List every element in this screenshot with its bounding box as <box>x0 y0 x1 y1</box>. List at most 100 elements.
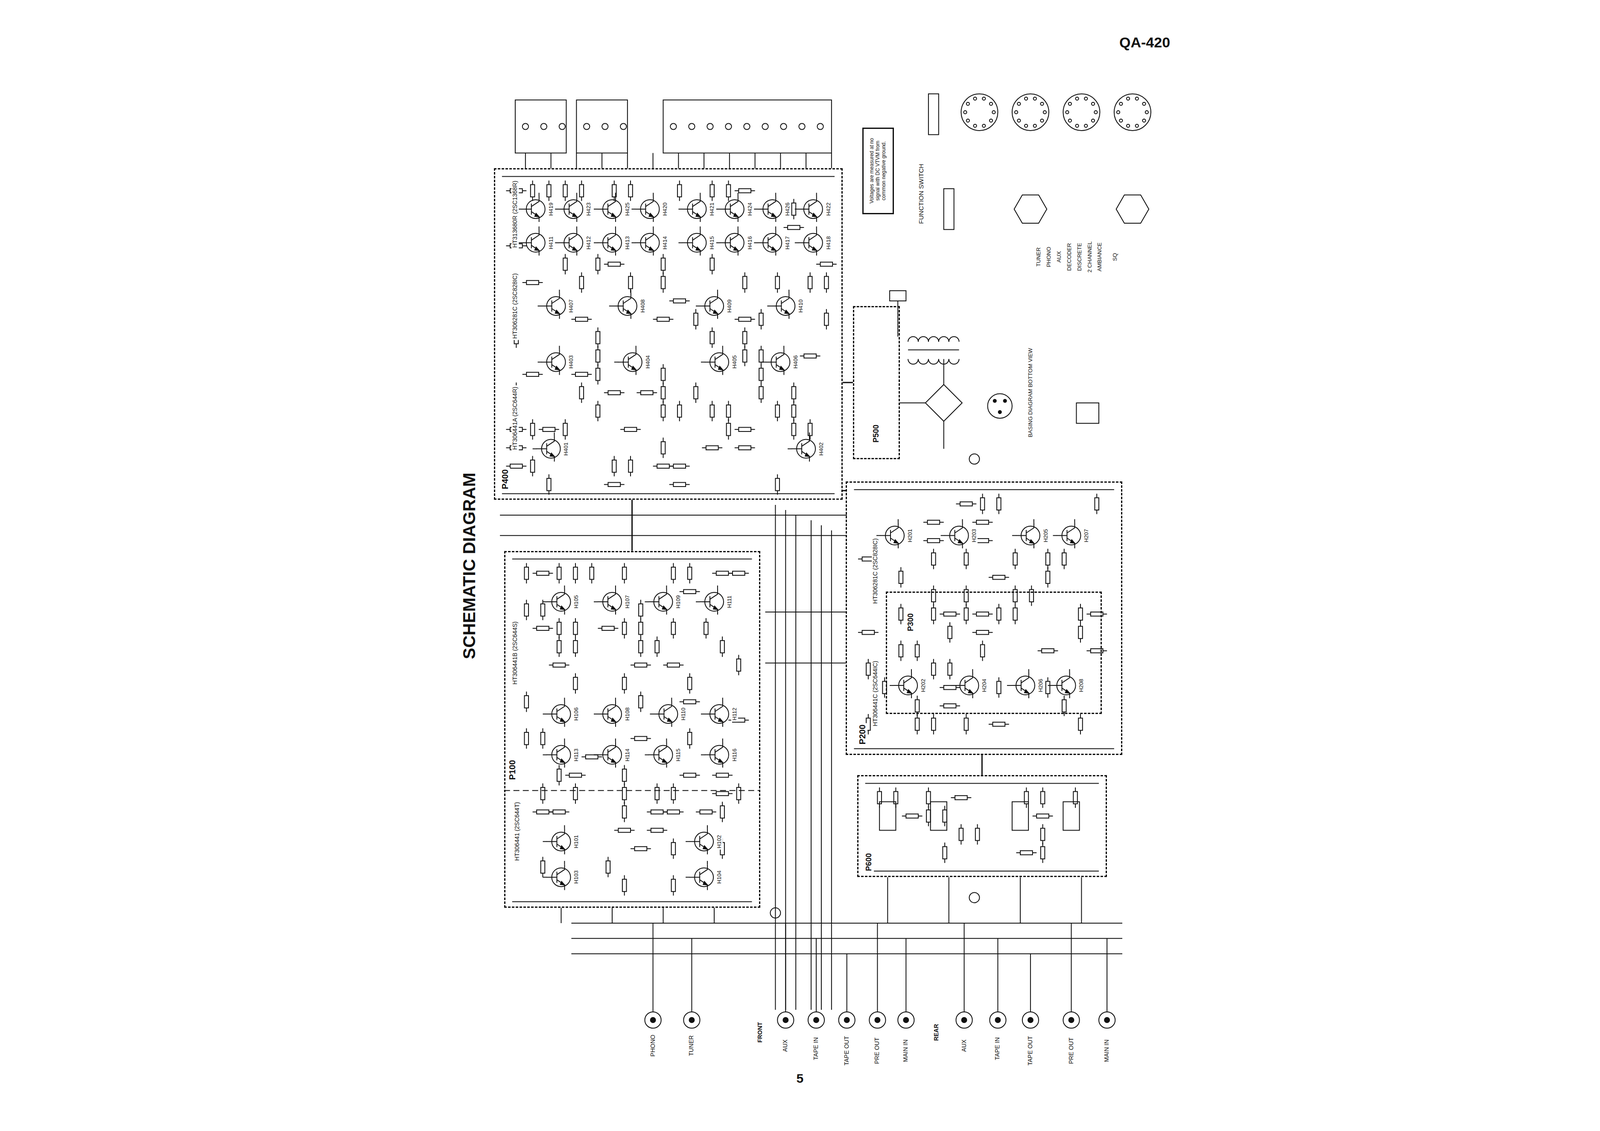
wafer-contact <box>982 96 986 100</box>
wire <box>560 908 562 924</box>
circuit-board: P600 <box>857 775 1108 878</box>
emitter-arrow <box>648 213 654 217</box>
transistor-symbol <box>689 864 714 891</box>
wire <box>744 572 750 574</box>
wafer-contact <box>1091 119 1095 123</box>
wire <box>656 800 658 805</box>
wire <box>593 754 599 756</box>
wire <box>776 474 778 479</box>
jack-symbol <box>777 1012 794 1029</box>
resistor-symbol <box>671 622 676 635</box>
transistor-ref: H402 <box>817 440 825 457</box>
ic-symbol <box>1012 802 1029 831</box>
wire <box>672 579 674 584</box>
transistor-leads <box>704 349 723 375</box>
wire <box>615 738 617 742</box>
wire <box>716 208 721 210</box>
resistor-symbol <box>759 386 764 400</box>
resistor-symbol <box>726 405 731 418</box>
wire <box>760 309 762 314</box>
wire <box>705 618 707 623</box>
wire <box>689 579 691 584</box>
wire <box>624 765 625 770</box>
wire <box>630 848 635 850</box>
wire <box>706 825 708 830</box>
resistor-symbol <box>622 879 627 892</box>
transistor-type: HT306281C (2SC828IC) <box>871 537 879 606</box>
wafer-contact <box>1135 96 1139 100</box>
transistor-ref: H419 <box>547 201 555 217</box>
transistor-ref: H416 <box>746 234 754 251</box>
wire <box>624 634 625 640</box>
wire <box>905 938 907 1013</box>
resistor-symbol <box>738 317 751 322</box>
wafer-contact <box>1017 119 1021 123</box>
transistor-symbol <box>521 196 546 222</box>
transistor-leads <box>720 196 739 222</box>
transistor-leads <box>546 589 565 615</box>
wire <box>972 503 977 505</box>
wire <box>965 714 967 719</box>
wire <box>1074 787 1076 792</box>
switch-contact <box>743 123 750 130</box>
transistor-leads <box>1056 522 1075 549</box>
wire <box>1047 548 1049 554</box>
wire <box>750 429 756 430</box>
wire <box>933 548 935 554</box>
emitter-arrow <box>812 213 817 217</box>
wire <box>581 756 586 758</box>
wire <box>1025 787 1027 792</box>
wire <box>652 923 654 1013</box>
resistor-symbol <box>530 184 535 198</box>
wire <box>679 591 684 593</box>
wire <box>620 263 625 265</box>
wire <box>532 448 538 450</box>
switch-block <box>515 99 567 153</box>
resistor-symbol <box>563 184 568 198</box>
transistor-ref: H408 <box>639 297 647 314</box>
emitter-arrow <box>555 366 560 370</box>
wire <box>695 701 701 703</box>
wire <box>601 153 603 169</box>
emitter-arrow <box>958 540 963 544</box>
emitter-arrow <box>555 310 560 314</box>
wire <box>933 714 935 719</box>
jack-symbol <box>838 1012 856 1029</box>
wire <box>876 923 878 1013</box>
transistor-leads <box>1051 672 1070 699</box>
transistor-leads <box>648 589 667 615</box>
wire <box>779 153 781 169</box>
wire <box>884 677 885 682</box>
wire <box>793 382 795 387</box>
resistor-symbol <box>976 520 989 525</box>
resistor-symbol <box>738 427 751 432</box>
transistor-type: HT306441C (2SC644IC) <box>871 659 879 728</box>
wire <box>1048 685 1053 687</box>
wire <box>581 180 582 185</box>
wire <box>700 361 706 363</box>
wire <box>587 373 593 375</box>
resistor-symbol <box>742 331 748 345</box>
emitter-arrow <box>667 718 672 722</box>
wire <box>558 781 560 786</box>
transistor-leads <box>558 196 577 222</box>
wire <box>963 923 965 1013</box>
wire <box>525 744 527 750</box>
transistor-leads <box>689 864 708 891</box>
wire <box>900 620 902 625</box>
transistor-type: HT306441A (2SC644R) <box>511 385 519 452</box>
resistor-symbol <box>671 787 676 800</box>
wire <box>721 855 723 860</box>
resistor-symbol <box>980 644 985 657</box>
jack-label: MAIN IN <box>1103 1038 1111 1064</box>
wire <box>663 829 668 831</box>
wire <box>542 841 547 843</box>
transistor-ref: H101 <box>572 833 580 850</box>
wafer-contact <box>1024 96 1028 100</box>
resistor-symbol <box>915 718 920 731</box>
wire <box>711 400 713 406</box>
wire <box>858 632 863 634</box>
wire <box>800 355 805 357</box>
